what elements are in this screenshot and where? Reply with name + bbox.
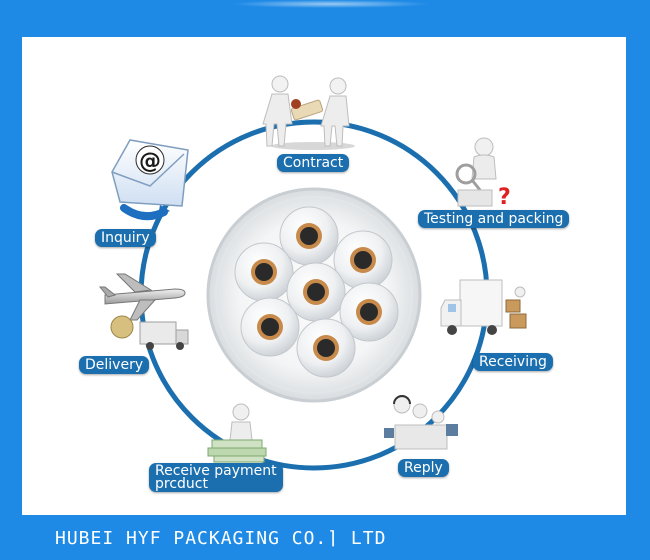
money-stack-icon [207,403,267,463]
receive-payment-label: Receive payment prcduct [149,463,283,492]
top-glow [230,0,430,8]
reply-label: Reply [398,459,449,477]
delivery-truck-icon [440,279,527,335]
receive-payment-line1: Receive payment [155,463,277,479]
email-envelope-icon: @ [111,139,189,221]
inquiry-label: Inquiry [95,229,156,247]
receiving-label: Receiving [473,353,553,371]
magnifier-person-icon: ? [455,137,511,210]
contract-label: Contract [277,154,350,172]
handshake-people-icon [262,75,355,150]
delivery-label: Delivery [79,356,150,374]
company-name: HUBEI HYF PACKAGING CO.⌉ LTD [55,528,387,549]
stretch-film-rolls-icon [206,187,422,403]
svg-text:?: ? [498,185,511,210]
receive-payment-line2: prcduct [155,476,208,492]
airplane-cargo-icon [98,273,189,350]
call-center-icon [384,395,458,450]
testing-and-packing-label: Testing and packing [418,210,570,228]
svg-text:@: @ [139,149,161,174]
